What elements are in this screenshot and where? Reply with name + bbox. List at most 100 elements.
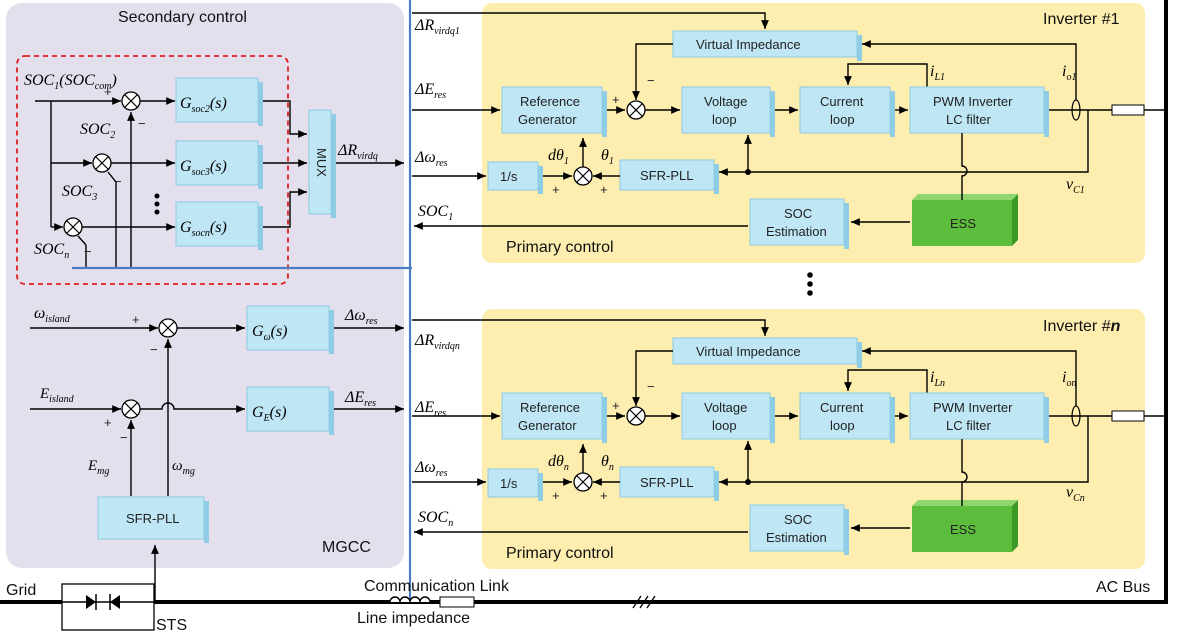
inv1-dtheta: dθ1 xyxy=(548,147,569,167)
svg-text:−: − xyxy=(138,116,146,131)
svg-text:+: + xyxy=(104,84,112,99)
svg-text:Gsocn(s): Gsocn(s) xyxy=(180,219,227,239)
svg-text:SFR-PLL: SFR-PLL xyxy=(126,511,179,526)
inv1-voltage-loop xyxy=(681,86,771,134)
svg-text:−: − xyxy=(647,73,655,88)
inv1-il: iL1 xyxy=(930,63,945,83)
svg-text:1/s: 1/s xyxy=(500,169,518,184)
svg-text:+: + xyxy=(612,92,620,107)
soc3-label: SOC3 xyxy=(62,183,97,203)
invn-il: iLn xyxy=(930,369,945,389)
g-omega-block xyxy=(246,305,330,351)
invn-dtheta: dθn xyxy=(548,453,569,473)
omega-mg-label: ωmg xyxy=(172,458,195,477)
svg-text:SFR-PLL: SFR-PLL xyxy=(640,475,693,490)
invn-reference-generator xyxy=(501,392,603,440)
invn-pwm-inverter xyxy=(909,392,1045,440)
inductor-icon xyxy=(389,596,431,603)
inv1-soc: SOC1 xyxy=(418,203,453,223)
inverter1-primary-label: Primary control xyxy=(506,239,614,256)
invn-vc: vCn xyxy=(1066,484,1085,504)
svg-text:SOC: SOC xyxy=(784,206,812,221)
svg-text:Reference: Reference xyxy=(520,400,580,415)
invn-delta-e: ΔEres xyxy=(414,399,446,419)
soc-balancing-group xyxy=(16,55,289,285)
svg-text:Gsoc3(s): Gsoc3(s) xyxy=(180,158,227,178)
svg-text:−: − xyxy=(647,379,655,394)
delta-rv-label: ΔRvirdq xyxy=(337,142,378,162)
omega-island-label: ωisland xyxy=(34,305,71,325)
svg-text:SFR-PLL: SFR-PLL xyxy=(640,168,693,183)
e-mg-label: Emg xyxy=(87,458,109,477)
svg-text:+: + xyxy=(132,312,140,327)
inv1-soc-estimation xyxy=(749,198,845,246)
secondary-control-title: Secondary control xyxy=(118,9,247,26)
invn-theta: θn xyxy=(601,453,614,473)
svg-text:Gω(s): Gω(s) xyxy=(252,323,288,343)
svg-text:Generator: Generator xyxy=(518,112,577,127)
inv1-delta-e: ΔEres xyxy=(414,81,446,101)
svg-text:Generator: Generator xyxy=(518,418,577,433)
inv1-vc: vC1 xyxy=(1066,176,1085,196)
svg-text:loop: loop xyxy=(712,112,737,127)
svg-text:Voltage: Voltage xyxy=(704,94,747,109)
inverterN-primary-label: Primary control xyxy=(506,545,614,562)
svg-text:Virtual Impedance: Virtual Impedance xyxy=(696,344,801,359)
inv1-theta: θ1 xyxy=(601,147,614,167)
line-impedance-label: Line impedance xyxy=(357,610,470,627)
svg-text:−: − xyxy=(114,174,122,189)
svg-text:Current: Current xyxy=(820,400,864,415)
inv1-pwm-inverter xyxy=(909,86,1045,134)
mux-label: MUX xyxy=(314,148,329,177)
invn-soc: SOCn xyxy=(418,509,453,529)
svg-text:+: + xyxy=(600,182,608,197)
invn-integrator xyxy=(487,468,539,498)
inv1-reference-generator xyxy=(501,86,603,134)
inv1-delta-r: ΔRvirdq1 xyxy=(414,17,460,37)
invn-delta-omega: Δωres xyxy=(414,459,448,479)
invn-current-loop xyxy=(799,392,891,440)
svg-text:Reference: Reference xyxy=(520,94,580,109)
soc2-label: SOC2 xyxy=(80,121,115,141)
ac-bus-label: AC Bus xyxy=(1096,579,1150,596)
svg-text:ESS: ESS xyxy=(950,216,976,231)
invn-io: ion xyxy=(1062,369,1076,389)
invn-delta-r: ΔRvirdqn xyxy=(414,332,460,352)
svg-text:−: − xyxy=(150,342,158,357)
invn-voltage-loop xyxy=(681,392,771,440)
line-resistor xyxy=(439,596,475,608)
inverterN-title: Inverter #n xyxy=(1043,318,1121,335)
grid-label: Grid xyxy=(6,582,36,599)
svg-text:Estimation: Estimation xyxy=(766,224,827,239)
mgcc-sfr-pll-block xyxy=(97,496,205,540)
e-island-label: Eisland xyxy=(39,386,75,405)
svg-text:PWM Inverter: PWM Inverter xyxy=(933,400,1013,415)
socn-label: SOCn xyxy=(34,241,69,261)
svg-text:Voltage: Voltage xyxy=(704,400,747,415)
mgcc-label: MGCC xyxy=(322,539,371,556)
inverter1-title: Inverter #1 xyxy=(1043,11,1120,28)
inv1-io: io1 xyxy=(1062,63,1076,83)
svg-text:+: + xyxy=(612,398,620,413)
svg-text:Estimation: Estimation xyxy=(766,530,827,545)
inv1-ess xyxy=(912,200,1012,246)
svg-text:Virtual Impedance: Virtual Impedance xyxy=(696,37,801,52)
sts-label: STS xyxy=(156,617,187,634)
svg-text:+: + xyxy=(552,182,560,197)
invn-ess xyxy=(912,506,1012,552)
inv1-current-loop xyxy=(799,86,891,134)
comm-link-label: Communication Link xyxy=(364,578,510,595)
g-e-block xyxy=(246,386,330,432)
inv1-delta-omega: Δωres xyxy=(414,149,448,169)
svg-text:1/s: 1/s xyxy=(500,476,518,491)
svg-text:loop: loop xyxy=(830,418,855,433)
g-soc3-block xyxy=(175,140,259,186)
svg-text:ESS: ESS xyxy=(950,522,976,537)
svg-text:Current: Current xyxy=(820,94,864,109)
svg-text:−: − xyxy=(84,244,92,259)
svg-text:loop: loop xyxy=(830,112,855,127)
svg-text:Gsoc2(s): Gsoc2(s) xyxy=(180,95,227,115)
g-socn-block xyxy=(175,201,259,247)
svg-text:LC filter: LC filter xyxy=(946,112,991,127)
